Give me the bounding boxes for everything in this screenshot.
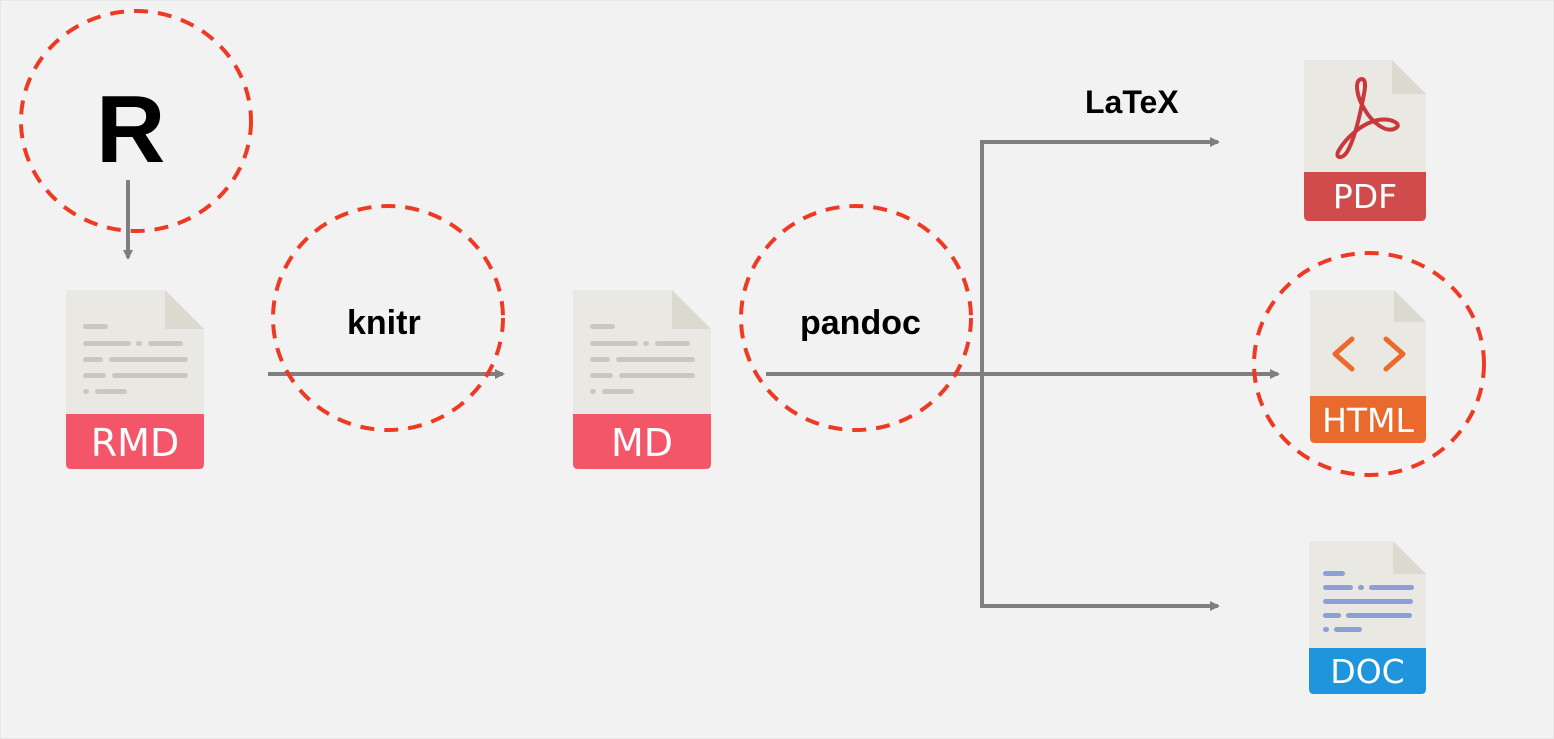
rmd-file-icon — [66, 290, 204, 469]
highlight-circle-knitr — [271, 204, 505, 432]
code-brackets-icon — [1332, 336, 1406, 372]
highlight-circle-pandoc — [739, 204, 973, 432]
highlight-circles — [19, 9, 1486, 477]
pdf-file-icon — [1304, 60, 1426, 221]
doc-file-icon — [1309, 541, 1426, 694]
rmd-file-label: RMD — [90, 421, 180, 465]
highlight-circle-r — [19, 9, 253, 233]
knitr-label: knitr — [347, 304, 421, 342]
text-lines-icon — [83, 324, 188, 394]
md-file-icon — [573, 290, 711, 469]
arrows — [123, 137, 1280, 611]
text-lines-icon — [590, 324, 695, 394]
html-file-icon — [1310, 290, 1426, 443]
pdf-file-label: PDF — [1332, 177, 1398, 216]
r-logo-label: R — [96, 76, 166, 183]
html-file-label: HTML — [1322, 401, 1414, 440]
md-file-label: MD — [610, 421, 674, 465]
latex-label: LaTeX — [1085, 84, 1179, 120]
highlight-circle-html — [1252, 251, 1486, 477]
acrobat-pdf-icon — [1335, 77, 1400, 159]
doc-file-label: DOC — [1330, 652, 1405, 691]
text-lines-icon — [1323, 571, 1414, 632]
pandoc-label: pandoc — [800, 304, 921, 342]
